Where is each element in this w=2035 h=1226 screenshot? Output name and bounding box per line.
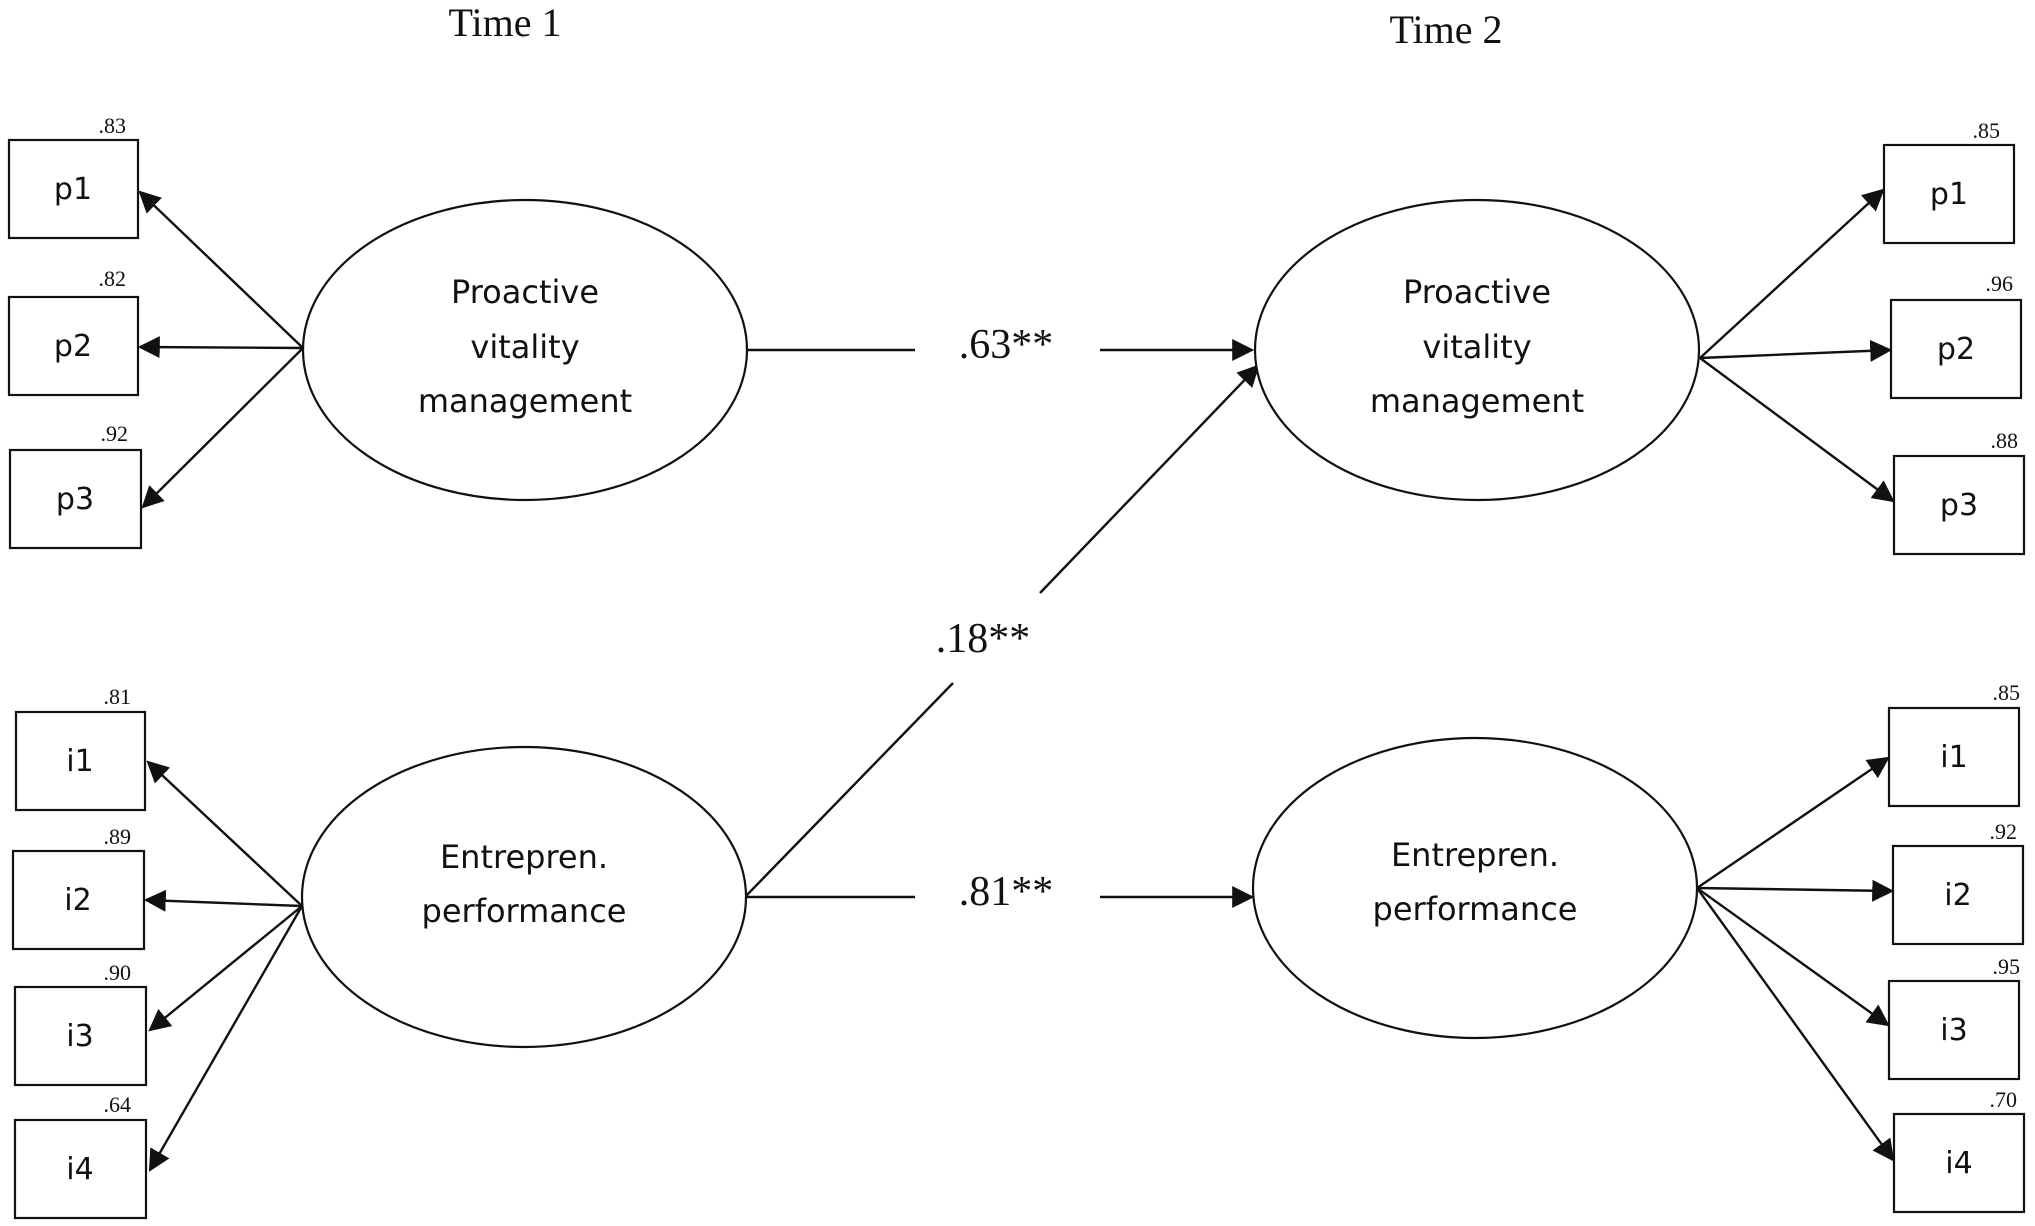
t1-indicator-p1: p1 .83 [7,113,140,240]
indicator-label: p3 [56,482,94,517]
construct-label-line: Proactive [451,273,599,311]
t2-p2-loading-arrow [1699,339,1893,362]
time-1-label: Time 1 [448,0,561,45]
t1-indicator-p3: p3 .92 [8,421,143,550]
pvm-stability-coefficient: .63** [959,322,1054,368]
loading-value: .85 [1973,118,2001,143]
loading-value: .90 [104,960,132,985]
t2-i2-loading-arrow [1696,879,1895,902]
construct-label-line: Entrepren. [440,838,608,876]
indicator-label: i2 [1944,878,1971,913]
t2-indicator-p1: p1 .85 [1882,118,2016,245]
ep-stability-path: .81** [745,869,1255,915]
loading-value: .83 [99,113,127,138]
construct-label-line: Entrepren. [1391,836,1559,874]
indicator-label: p3 [1940,488,1978,523]
loading-value: .95 [1993,954,2021,979]
indicator-label: p1 [54,172,92,207]
t2-i4-loading-arrow [1696,887,1895,1162]
t1-proactive-vitality-management: Proactive vitality management [301,198,749,502]
t2-p3-loading-arrow [1699,357,1895,503]
indicator-label: p2 [1937,332,1975,367]
t2-ep-loadings [1696,756,1895,1162]
indicator-label: i4 [66,1152,93,1187]
t1-i3-loading-arrow [148,905,303,1032]
indicator-label: p1 [1930,177,1968,212]
indicator-label: i2 [64,883,91,918]
loading-value: .82 [99,266,127,291]
loading-value: .92 [1990,819,2018,844]
t2-i3-loading-arrow [1696,887,1890,1027]
t1-indicator-i1: i1 .81 [14,684,147,812]
indicator-label: i3 [1940,1013,1967,1048]
t1-indicator-i4: i4 .64 [13,1092,148,1220]
loading-value: .81 [104,684,132,709]
t1-ep-loadings [143,760,304,1172]
t2-indicator-p3: p3 .88 [1892,428,2026,556]
t1-indicator-p2: p2 .82 [7,266,140,397]
t1-i1-loading-arrow [146,760,303,907]
t2-p1-loading-arrow [1699,188,1885,359]
indicator-label: p2 [54,329,92,364]
loading-value: .64 [104,1092,132,1117]
t2-proactive-vitality-management: Proactive vitality management [1253,198,1701,502]
t1-p1-loading-arrow [138,190,304,349]
t1-indicator-i2: i2 .89 [11,824,146,951]
construct-label-line: performance [422,892,627,930]
indicator-label: i1 [66,744,93,779]
indicator-label: i1 [1940,740,1967,775]
loading-value: .89 [104,824,132,849]
t2-pvm-loadings [1699,188,1895,503]
loading-value: .96 [1986,271,2014,296]
pvm-stability-path: .63** [747,322,1255,368]
t1-pvm-loadings [137,190,304,509]
t2-indicator-i1: i1 .85 [1887,680,2021,808]
construct-label-line: vitality [1422,328,1531,366]
t1-i2-loading-arrow [143,889,303,912]
construct-label-line: performance [1373,890,1578,928]
t2-indicator-p2: p2 .96 [1889,271,2023,400]
indicator-label: i4 [1945,1146,1972,1181]
loading-value: .92 [101,421,129,446]
loading-value: .88 [1991,428,2019,453]
cross-lagged-coefficient: .18** [936,616,1031,662]
construct-label-line: vitality [470,328,579,366]
time-2-label: Time 2 [1389,7,1502,52]
construct-label-line: management [418,382,632,420]
t1-p2-loading-arrow [137,336,304,359]
t2-indicator-i3: i3 .95 [1887,954,2021,1081]
loading-value: .70 [1990,1087,2018,1112]
ep-stability-coefficient: .81** [959,869,1054,915]
t2-indicator-i2: i2 .92 [1891,819,2025,946]
t1-entrepreneurial-performance: Entrepren. performance [300,745,748,1049]
indicator-label: i3 [66,1019,93,1054]
construct-label-line: management [1370,382,1584,420]
t1-p3-loading-arrow [141,347,304,509]
cross-lagged-path: .18** [744,364,1260,898]
t2-indicator-i4: i4 .70 [1892,1087,2026,1214]
construct-label-line: Proactive [1403,273,1551,311]
t1-indicator-i3: i3 .90 [13,960,148,1087]
t2-entrepreneurial-performance: Entrepren. performance [1251,736,1699,1040]
t1-i4-loading-arrow [148,905,304,1172]
t2-i1-loading-arrow [1696,756,1890,889]
loading-value: .85 [1993,680,2021,705]
